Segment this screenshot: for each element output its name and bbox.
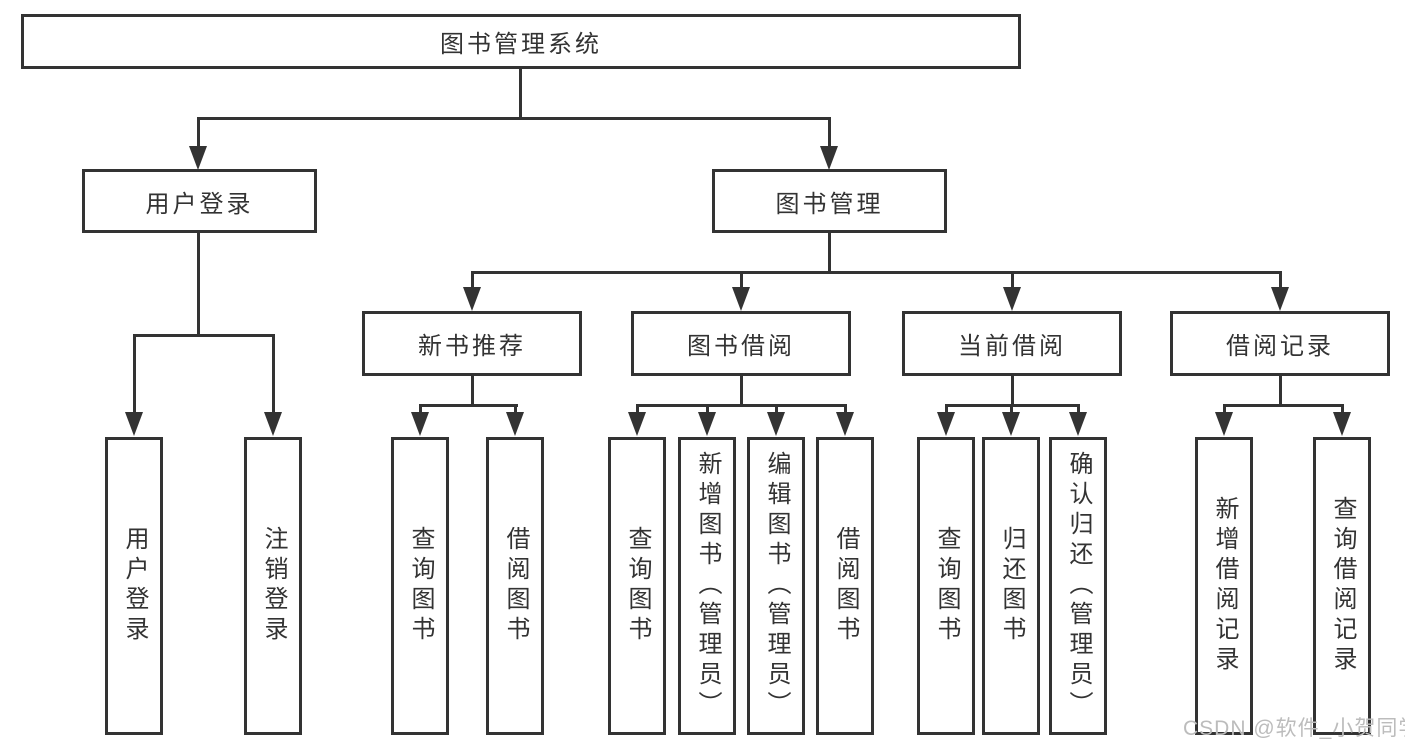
connector-line <box>197 117 200 148</box>
connector-line <box>945 404 948 414</box>
connector-line <box>740 271 743 289</box>
arrow-down-icon <box>836 412 854 436</box>
leaf-add-borrow-record: 新增借阅记录 <box>1195 437 1253 735</box>
connector-line <box>636 404 639 414</box>
arrow-down-icon <box>125 412 143 436</box>
connector-line <box>197 233 200 336</box>
node-user-login: 用户登录 <box>82 169 317 233</box>
arrow-down-icon <box>1002 412 1020 436</box>
connector-line <box>419 404 422 414</box>
connector-line <box>272 334 275 413</box>
arrow-down-icon <box>628 412 646 436</box>
leaf-add-book-admin: 新增图书（管理员） <box>678 437 736 735</box>
leaf-user-login: 用户登录 <box>105 437 163 735</box>
arrow-down-icon <box>411 412 429 436</box>
leaf-query-book-3: 查询图书 <box>917 437 975 735</box>
leaf-logout: 注销登录 <box>244 437 302 735</box>
arrow-down-icon <box>1069 412 1087 436</box>
connector-line <box>519 69 522 118</box>
connector-line <box>1279 376 1282 406</box>
connector-line <box>1341 404 1344 414</box>
leaf-query-borrow-record: 查询借阅记录 <box>1313 437 1371 735</box>
arrow-down-icon <box>1333 412 1351 436</box>
connector-line <box>828 233 831 274</box>
node-new-book-recommend: 新书推荐 <box>362 311 582 376</box>
node-book-management: 图书管理 <box>712 169 947 233</box>
node-current-borrow: 当前借阅 <box>902 311 1122 376</box>
connector-line <box>740 376 743 406</box>
connector-line <box>1010 404 1013 414</box>
leaf-return-book: 归还图书 <box>982 437 1040 735</box>
node-borrow-record: 借阅记录 <box>1170 311 1390 376</box>
connector-line <box>514 404 517 414</box>
connector-line <box>775 404 778 414</box>
connector-line <box>1011 376 1014 406</box>
arrow-down-icon <box>264 412 282 436</box>
connector-line <box>419 404 518 407</box>
arrow-down-icon <box>937 412 955 436</box>
leaf-query-book-2: 查询图书 <box>608 437 666 735</box>
connector-line <box>1279 271 1282 289</box>
connector-line <box>133 334 275 337</box>
connector-line <box>844 404 847 414</box>
connector-line <box>197 117 830 120</box>
connector-line <box>1223 404 1226 414</box>
connector-line <box>1011 271 1014 289</box>
arrow-down-icon <box>767 412 785 436</box>
arrow-down-icon <box>506 412 524 436</box>
node-book-borrow: 图书借阅 <box>631 311 851 376</box>
arrow-down-icon <box>698 412 716 436</box>
watermark: CSDN @软件_小贺同学 <box>1183 717 1405 740</box>
connector-line <box>1223 404 1343 407</box>
connector-line <box>133 334 136 413</box>
leaf-borrow-book-2: 借阅图书 <box>816 437 874 735</box>
connector-line <box>471 376 474 406</box>
arrow-down-icon <box>189 146 207 170</box>
connector-line <box>1077 404 1080 414</box>
connector-line <box>828 117 831 148</box>
connector-line <box>636 404 846 407</box>
arrow-down-icon <box>1215 412 1233 436</box>
leaf-borrow-book-1: 借阅图书 <box>486 437 544 735</box>
arrow-down-icon <box>820 146 838 170</box>
arrow-down-icon <box>1271 287 1289 311</box>
arrow-down-icon <box>1003 287 1021 311</box>
connector-line <box>706 404 709 414</box>
leaf-query-book-1: 查询图书 <box>391 437 449 735</box>
node-root-library-system: 图书管理系统 <box>21 14 1021 69</box>
leaf-confirm-return-admin: 确认归还（管理员） <box>1049 437 1107 735</box>
connector-line <box>471 271 474 289</box>
arrow-down-icon <box>463 287 481 311</box>
connector-line <box>471 271 1282 274</box>
leaf-edit-book-admin: 编辑图书（管理员） <box>747 437 805 735</box>
arrow-down-icon <box>732 287 750 311</box>
